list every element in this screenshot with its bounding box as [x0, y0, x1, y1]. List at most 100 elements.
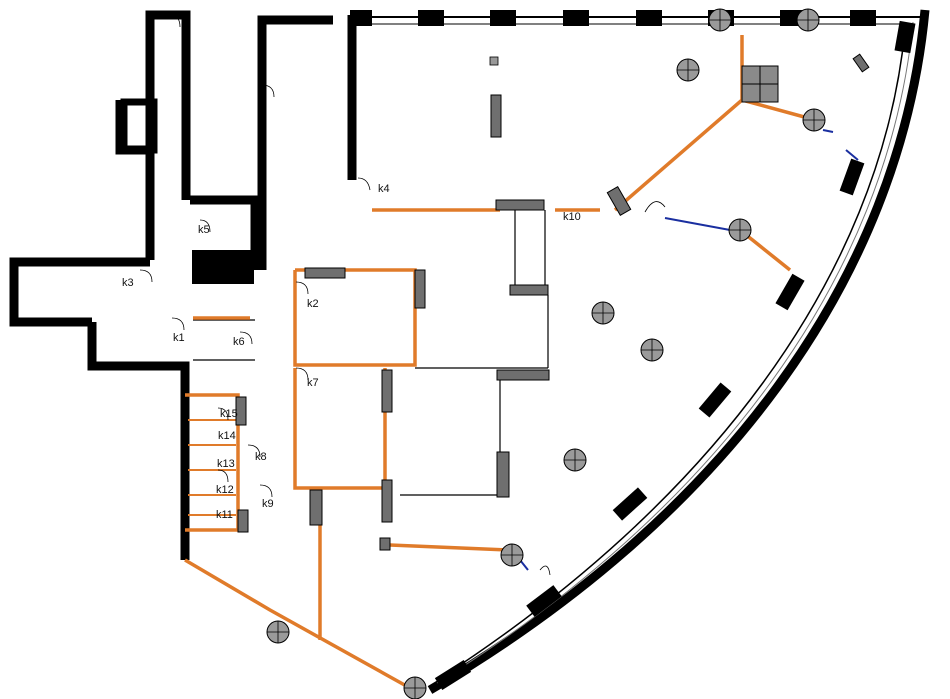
- round-pillar: [728, 218, 752, 242]
- room-label-k9: k9: [262, 498, 274, 510]
- door-arc: [247, 444, 261, 458]
- grey-columns: [235, 53, 870, 551]
- partition-k7: [293, 368, 385, 490]
- door-arc: [295, 367, 309, 381]
- door-arc: [217, 469, 229, 483]
- door-arcs: [139, 14, 666, 576]
- column: [490, 94, 502, 138]
- wall-south-west: [87, 322, 190, 560]
- room-labels: k1 k2 k3 k4 k5 k6 k7 k8 k9 k10 k11 k12 k…: [122, 183, 581, 521]
- curve-column: [698, 382, 732, 418]
- room-label-k1: k1: [173, 332, 185, 344]
- partition-southwall: [184, 558, 411, 690]
- room-label-k4: k4: [378, 183, 390, 195]
- room-label-k13: k13: [217, 458, 235, 470]
- partition-diagonal: [613, 98, 744, 212]
- door-arc: [199, 219, 211, 233]
- top-column: [850, 10, 876, 26]
- room-label-k10: k10: [563, 211, 581, 223]
- door-arc: [259, 484, 273, 498]
- small-marker: [489, 56, 499, 66]
- round-pillar: [796, 8, 820, 32]
- round-pillars: [266, 8, 826, 699]
- round-pillar: [403, 676, 427, 699]
- column: [235, 396, 247, 426]
- curved-facade: [427, 9, 930, 694]
- round-pillar: [563, 448, 587, 472]
- top-column: [490, 10, 516, 26]
- column: [309, 489, 323, 526]
- column: [496, 451, 510, 498]
- door-leaf: [664, 217, 731, 231]
- room-label-k15: k15: [220, 408, 238, 420]
- service-block: [192, 250, 254, 284]
- column: [381, 479, 393, 523]
- round-pillar: [708, 8, 732, 32]
- partition-k2: [293, 268, 417, 367]
- column: [606, 186, 632, 216]
- column: [237, 509, 249, 533]
- top-column: [418, 10, 444, 26]
- column: [414, 269, 426, 309]
- room-label-k3: k3: [122, 277, 134, 289]
- round-pillar: [591, 301, 615, 325]
- room-label-k6: k6: [233, 336, 245, 348]
- round-pillar: [676, 58, 700, 82]
- round-pillar: [802, 108, 826, 132]
- wall-shaft: [190, 195, 260, 270]
- round-pillar: [500, 543, 524, 567]
- column: [495, 199, 545, 211]
- round-pillar: [266, 620, 290, 644]
- doors: [519, 129, 859, 571]
- door-arc: [139, 269, 153, 283]
- top-column: [636, 10, 662, 26]
- door-arc: [217, 407, 229, 421]
- room-label-k7: k7: [307, 377, 319, 389]
- door-arc: [171, 317, 185, 331]
- column: [304, 267, 346, 279]
- partitions: [184, 35, 809, 690]
- room-label-k5: k5: [198, 224, 210, 236]
- top-column: [563, 10, 589, 26]
- door-arc: [261, 84, 275, 98]
- column: [509, 284, 549, 296]
- wall-west-wing: [9, 257, 150, 327]
- room-label-k12: k12: [216, 484, 234, 496]
- curve-column: [434, 660, 472, 690]
- wall-corridor-top: [257, 15, 333, 270]
- facade-outer-line: [427, 9, 930, 694]
- wall-north-core: [145, 10, 191, 260]
- exterior-walls: [9, 10, 357, 560]
- room-label-k11: k11: [216, 509, 233, 521]
- room-label-k14: k14: [218, 430, 236, 442]
- facade-glass-line: [436, 21, 914, 684]
- door-arc: [295, 281, 309, 295]
- room-label-k8: k8: [255, 451, 267, 463]
- column: [379, 537, 391, 551]
- door-arc: [644, 201, 666, 213]
- door-arc: [357, 177, 371, 191]
- partition-wc: [185, 393, 240, 532]
- column: [852, 53, 870, 73]
- door-arc: [539, 565, 551, 576]
- curve-column: [612, 487, 648, 521]
- door-leaf: [845, 149, 859, 161]
- door-leaf: [822, 129, 834, 133]
- door-arc: [169, 14, 181, 28]
- room-label-k2: k2: [307, 298, 319, 310]
- partition-south: [389, 543, 509, 552]
- facade-inner-line: [444, 29, 906, 676]
- curve-column: [894, 20, 916, 54]
- top-facade: [350, 10, 920, 26]
- wc-stalls: [188, 419, 236, 516]
- column: [381, 369, 393, 413]
- curve-columns: [434, 20, 916, 690]
- round-pillar: [640, 338, 664, 362]
- column: [496, 369, 550, 381]
- door-arc: [239, 331, 253, 345]
- curve-column: [775, 273, 805, 311]
- notch-block: [120, 98, 158, 154]
- curve-column: [839, 158, 865, 196]
- curve-column: [526, 585, 562, 617]
